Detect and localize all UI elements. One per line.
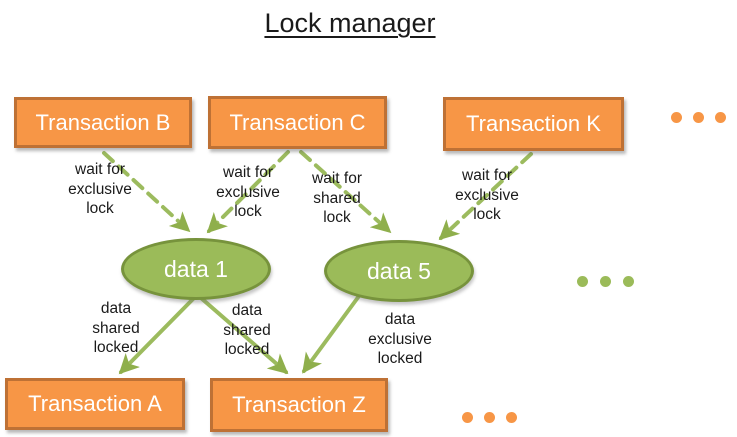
node-data-1: data 1: [121, 238, 271, 300]
ellipsis-more-data-icon: [577, 276, 634, 287]
wait-edge-b-to-data1: [102, 151, 191, 233]
node-data-5-label: data 5: [367, 257, 431, 284]
edge-label-wait-k-data5: wait for exclusive lock: [455, 167, 519, 223]
node-transaction-c: Transaction C: [208, 96, 387, 149]
node-transaction-z: Transaction Z: [210, 378, 388, 432]
wait-edge-c-to-data1: [206, 150, 290, 234]
diagram-title: Lock manager: [264, 8, 436, 38]
node-data-5: data 5: [324, 240, 474, 302]
node-transaction-b: Transaction B: [14, 97, 192, 148]
edge-label-wait-c-data5: wait for shared lock: [312, 170, 362, 226]
node-transaction-k-label: Transaction K: [466, 111, 601, 136]
node-data-1-label: data 1: [164, 255, 228, 282]
locked-edge-data1-to-z: [199, 296, 289, 375]
node-transaction-a-label: Transaction A: [28, 391, 162, 416]
node-transaction-z-label: Transaction Z: [232, 392, 366, 417]
edge-label-wait-c-data1: wait for exclusive lock: [216, 164, 280, 220]
wait-edge-k-to-data5: [438, 152, 533, 241]
node-transaction-a: Transaction A: [5, 378, 185, 430]
edge-label-locked-data5-z: data exclusive locked: [368, 311, 432, 367]
node-transaction-b-label: Transaction B: [35, 109, 171, 135]
node-transaction-k: Transaction K: [443, 97, 624, 151]
edge-label-wait-b-data1: wait for exclusive lock: [68, 161, 132, 217]
locked-edge-data5-to-z: [302, 294, 361, 374]
edge-label-locked-data1-z: data shared locked: [223, 302, 271, 358]
node-transaction-c-label: Transaction C: [229, 109, 366, 135]
locked-edge-data1-to-a: [118, 296, 196, 375]
wait-edge-c-to-data5: [299, 150, 392, 234]
edge-label-locked-data1-a: data shared locked: [92, 300, 140, 356]
ellipsis-more-transactions-bottom-icon: [462, 412, 517, 423]
ellipsis-more-transactions-top-icon: [671, 112, 726, 123]
